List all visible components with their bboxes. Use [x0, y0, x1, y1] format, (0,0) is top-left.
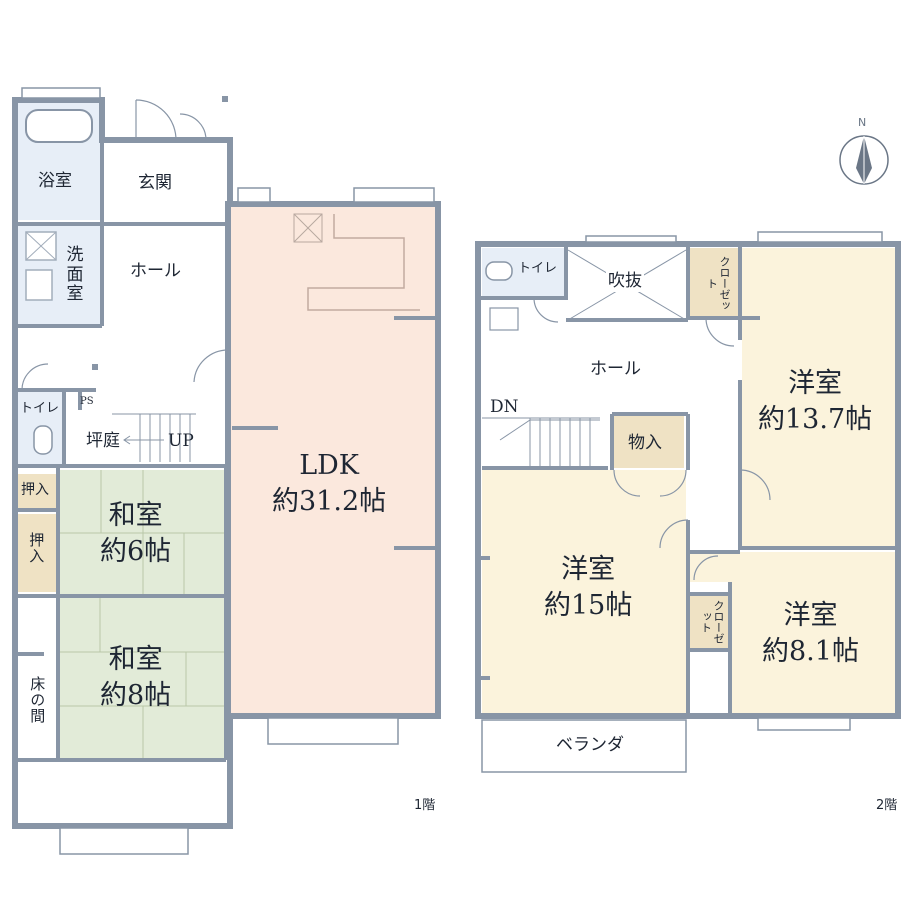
oshiire2-fill [18, 514, 56, 592]
room81-fill [730, 552, 896, 714]
toilet2-icon [485, 261, 513, 281]
floor2-doors [533, 297, 771, 581]
room-hall-1f: ホール [130, 261, 181, 281]
closet-a-fill [690, 248, 740, 316]
ldk-name: LDK [299, 450, 359, 481]
floor2-windows [481, 231, 883, 773]
room-monoire: 物入 [628, 433, 662, 453]
washitsu6-name: 和室 [108, 500, 163, 531]
youshitsu81-size: 約8.1帖 [762, 635, 859, 667]
room-entrance: 玄関 [138, 173, 172, 193]
room-washroom: 洗面室 [66, 245, 84, 305]
room137-fill [742, 248, 896, 548]
oshiire1-fill [18, 474, 56, 508]
floor1-windows [21, 87, 435, 855]
youshitsu81-name: 洋室 [783, 600, 838, 631]
closet-b-fill [686, 594, 730, 650]
room-tsuboniwa: 坪庭 [86, 431, 120, 451]
floor2-label: 2階 [876, 798, 898, 813]
youshitsu15-name: 洋室 [561, 554, 616, 585]
room-oshiire-2: 押入 [27, 532, 46, 564]
floor2-plan [475, 231, 901, 773]
tatami-lines [60, 470, 226, 758]
room81b-fill [686, 552, 732, 582]
compass-label: N [858, 116, 867, 129]
washitsu8-size: 約8帖 [100, 679, 172, 711]
floor1-plan [12, 87, 441, 855]
room-veranda: ベランダ [556, 735, 624, 755]
washitsu6-size: 約6帖 [100, 535, 172, 567]
sink-icon [25, 269, 53, 301]
stairs-dn-label: DN [490, 397, 519, 417]
ldk-size: 約31.2帖 [272, 485, 387, 517]
room-youshitsu15: 洋室 約15帖 [544, 552, 632, 623]
room-oshiire-1: 押入 [21, 482, 49, 498]
floor2-inner-walls [478, 244, 898, 714]
compass-icon [839, 135, 889, 185]
room-washitsu6: 和室 約6帖 [100, 498, 171, 569]
room-tokonoma: 床の間 [28, 676, 47, 724]
room-toilet-1f: トイレ [20, 401, 60, 416]
youshitsu137-name: 洋室 [788, 368, 843, 399]
stairs1 [112, 413, 196, 462]
youshitsu15-size: 約15帖 [544, 589, 633, 621]
room-ps: PS [80, 396, 94, 407]
room-closet-b: クローゼット [699, 600, 725, 644]
stairs2 [482, 417, 600, 466]
room-hall-2f: ホール [590, 359, 641, 379]
room-washitsu8: 和室 約8帖 [100, 642, 171, 713]
monoire-fill [614, 416, 684, 468]
kitchen-counter [307, 214, 420, 311]
room-youshitsu137: 洋室 約13.7帖 [758, 366, 872, 437]
floor1-doors [21, 99, 229, 391]
stairs-up-label: UP [168, 431, 194, 451]
room-youshitsu81: 洋室 約8.1帖 [762, 598, 859, 669]
room-toilet-2f: トイレ [518, 261, 558, 276]
sink2-icon [489, 307, 519, 331]
bathtub-icon [25, 109, 93, 143]
room-closet-a: クローゼット [705, 255, 731, 311]
room-fukinuke: 吹抜 [606, 271, 644, 292]
washitsu8-name: 和室 [108, 644, 163, 675]
entrance-fill [104, 140, 228, 224]
toilet1-icon [33, 425, 53, 455]
room-bath: 浴室 [38, 171, 72, 191]
skylight-icon [293, 213, 323, 243]
floor1-inner-walls [15, 140, 436, 762]
ldk-fill [230, 204, 436, 714]
youshitsu137-size: 約13.7帖 [758, 403, 873, 435]
room-ldk: LDK 約31.2帖 [272, 448, 386, 519]
room15-fill [482, 470, 686, 714]
floor1-label: 1階 [414, 798, 436, 813]
